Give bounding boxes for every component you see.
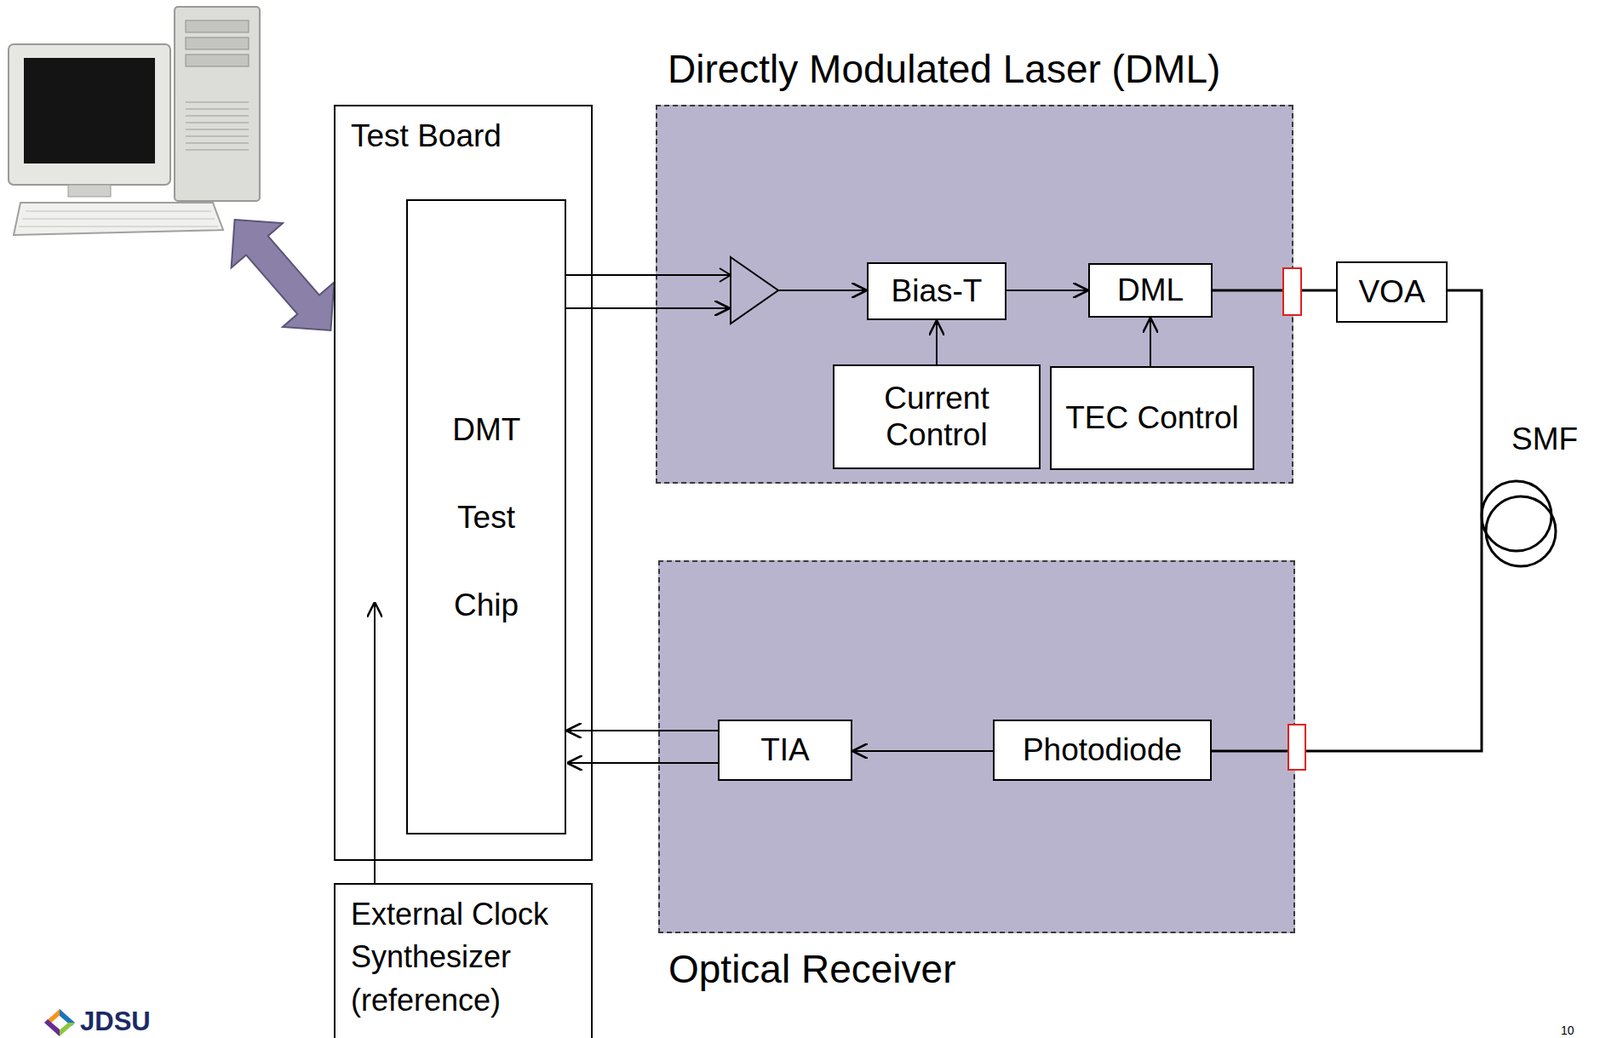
fiber-label: SMF: [1511, 423, 1578, 455]
box-label: Bias-T: [891, 273, 983, 310]
connector: [1006, 289, 1089, 292]
box-label: TIA: [760, 732, 810, 769]
control-box: Current Control: [832, 364, 1041, 470]
connector: [852, 750, 993, 752]
board-box: Test BoardDMT Test Chip: [333, 104, 593, 861]
process-box: Bias-T: [866, 262, 1007, 321]
logo-mark: [44, 1009, 75, 1037]
box-label: Photodiode: [1022, 732, 1182, 769]
connector: [373, 602, 376, 884]
box-label: DML: [1117, 272, 1184, 310]
chip-box: DMT Test Chip: [406, 199, 567, 835]
fiber-connector: [1288, 724, 1306, 770]
box-label: VOA: [1358, 274, 1425, 311]
amplifier-box: TIA: [717, 719, 853, 781]
signal-wire: [567, 762, 718, 764]
logo-text: JDSU: [80, 1008, 151, 1035]
attenuator-box: VOA: [1336, 261, 1448, 323]
connector: [1212, 289, 1337, 293]
detector-box: Photodiode: [992, 719, 1212, 781]
page-number: 10: [1560, 1024, 1575, 1037]
box-label: TEC Control: [1065, 400, 1239, 437]
fiber-connector: [1283, 268, 1302, 316]
chip-label: DMT Test Chip: [452, 385, 520, 649]
computer-illustration: [8, 6, 260, 236]
region-heading: Optical Receiver: [668, 946, 956, 993]
region-heading: Directly Modulated Laser (DML): [667, 46, 1221, 92]
laser-box: DML: [1088, 263, 1213, 318]
connector: [566, 729, 718, 732]
control-box: TEC Control: [1049, 366, 1255, 471]
connector: [566, 275, 867, 291]
module-region: Optical ReceiverTIAPhotodiode: [658, 560, 1296, 934]
box-label: External Clock Synthesizer (reference): [335, 884, 591, 1022]
box-label: Current Control: [834, 380, 1039, 454]
fiber-coil: [1481, 481, 1556, 567]
amplifier-symbol: [730, 257, 779, 324]
connector: [1211, 290, 1482, 752]
box-heading: Test Board: [350, 118, 502, 155]
signal-wire: [566, 307, 730, 310]
connector: [1149, 317, 1152, 367]
connector: [935, 320, 938, 365]
clock-box: External Clock Synthesizer (reference): [333, 883, 593, 1038]
arrow-head: [719, 268, 731, 282]
